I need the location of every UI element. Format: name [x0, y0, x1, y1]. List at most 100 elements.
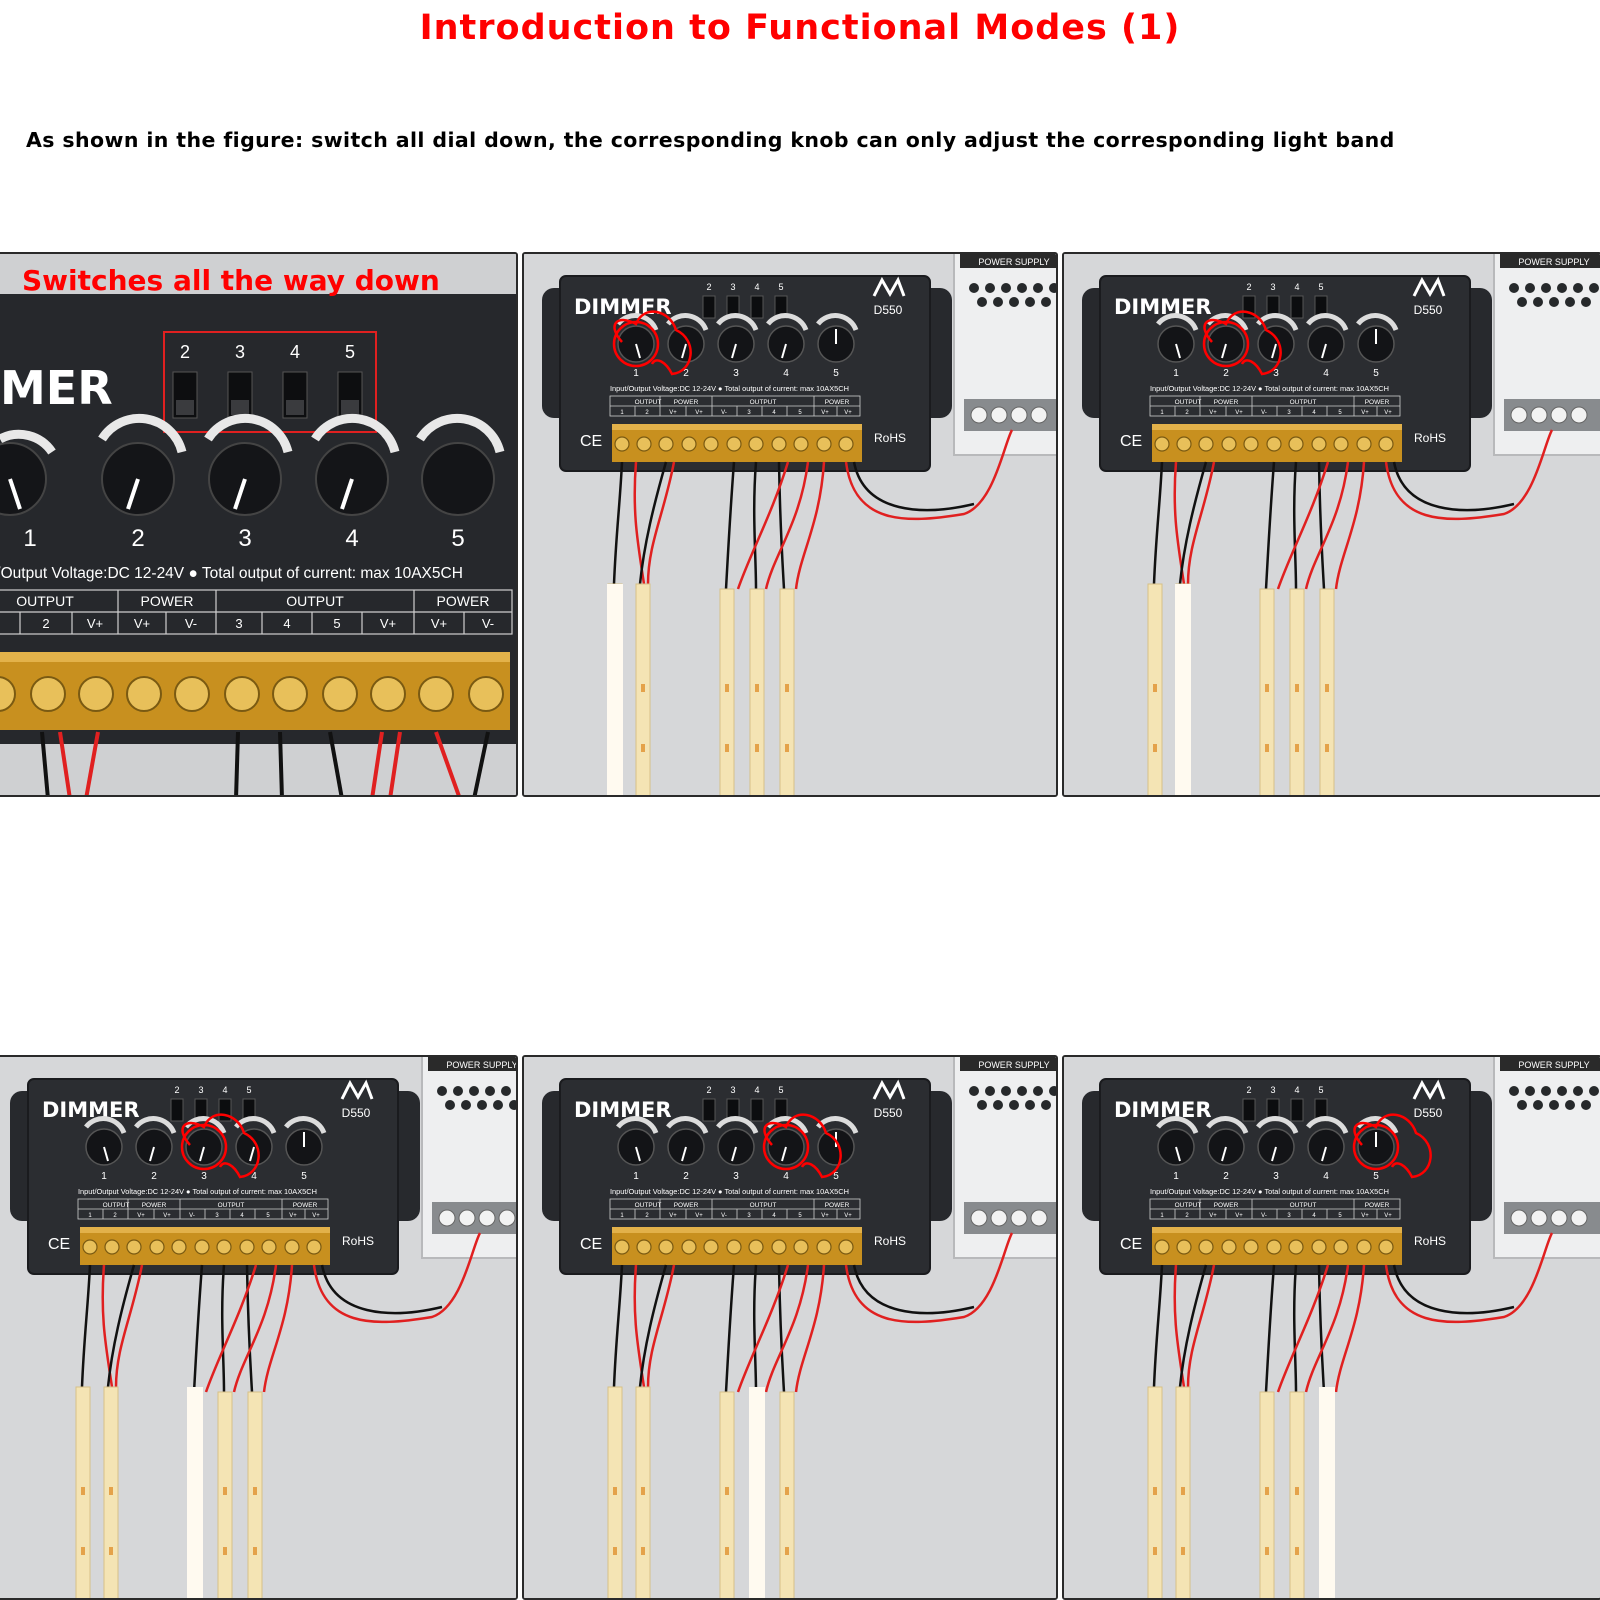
knob-2[interactable]: [134, 1116, 177, 1166]
dip-switch-group: 2 3 4 5: [1242, 1085, 1328, 1122]
table-cell: V+: [1209, 410, 1217, 416]
page-subtitle: As shown in the figure: switch all dial …: [26, 128, 1395, 152]
table-cell: V+: [669, 410, 677, 416]
knob-5[interactable]: [416, 413, 505, 516]
knob-1[interactable]: [0, 429, 56, 516]
table-cell: V+: [1361, 410, 1369, 416]
mode-panel-knob-2: POWER SUPPLY DIMMER D550 2 3 4 5: [1062, 252, 1600, 797]
table-cell: V+: [844, 410, 852, 416]
highlight-ring: [180, 1123, 228, 1171]
spec-line: Input/Output Voltage:DC 12-24V ● Total o…: [610, 384, 849, 393]
device-brand: DIMMER: [1114, 1098, 1212, 1122]
knob-3[interactable]: [204, 413, 293, 516]
active-led-strip: [607, 584, 623, 795]
knob-number: 1: [633, 368, 639, 379]
table-cell: 3: [1287, 410, 1291, 416]
switch-number: 5: [246, 1085, 251, 1095]
brand-logo: [340, 1079, 374, 1101]
table-group-label: POWER: [141, 593, 194, 609]
device-model: D550: [1414, 303, 1443, 317]
highlight-scribble: [763, 1113, 842, 1179]
zoom-panel-illustration: Switches all the way down MER 2 3 4 5 1: [0, 254, 516, 795]
switch-highlight-box: [163, 331, 377, 433]
switch-number: 3: [198, 1085, 203, 1095]
mode-panel-knob-1: POWER SUPPLY DIMMER D550 2 3 4 5: [522, 252, 1058, 797]
psu-label: POWER SUPPLY: [1518, 257, 1589, 267]
table-cell: 1: [88, 1213, 92, 1219]
dip-switch[interactable]: [750, 295, 764, 319]
dip-switch[interactable]: [702, 295, 716, 319]
switch-number: 2: [1246, 282, 1251, 292]
knob-3[interactable]: [716, 313, 759, 363]
brand-logo: [1412, 1079, 1446, 1101]
knob-4[interactable]: [766, 313, 809, 363]
knob-2[interactable]: [666, 1116, 709, 1166]
rohs-mark: RoHS: [342, 1234, 374, 1248]
knob-3[interactable]: [1256, 1116, 1299, 1166]
psu-label: POWER SUPPLY: [1518, 1060, 1589, 1070]
table-cell: 4: [1312, 410, 1316, 416]
table-group-label: OUTPUT: [103, 1202, 130, 1209]
table-cell: 2: [1185, 410, 1189, 416]
knob-number: 3: [201, 1171, 207, 1182]
dip-switch[interactable]: [750, 1098, 764, 1122]
knob-4[interactable]: [234, 1116, 277, 1166]
rohs-mark: RoHS: [1414, 1234, 1446, 1248]
knob-2[interactable]: [1206, 1116, 1249, 1166]
knob-3[interactable]: [716, 1116, 759, 1166]
wires: [612, 429, 1014, 590]
brand-logo: [872, 1079, 906, 1101]
wires: [612, 1232, 1014, 1393]
knob-1[interactable]: [1156, 1116, 1199, 1166]
table-cell: V+: [431, 616, 447, 631]
table-cell: V+: [1384, 410, 1392, 416]
dip-switch[interactable]: [218, 1098, 232, 1122]
device-model: D550: [342, 1106, 371, 1120]
terminal-block: [612, 424, 862, 462]
dip-switch[interactable]: [1290, 295, 1304, 319]
knob-2[interactable]: [98, 413, 187, 516]
table-cell: V-: [1261, 1213, 1267, 1219]
knob-number: 5: [451, 525, 464, 552]
device-brand: DIMMER: [574, 295, 672, 319]
ce-mark: CE: [1120, 1236, 1142, 1253]
brand-logo: [1412, 276, 1446, 298]
led-strips: [1147, 1386, 1335, 1598]
highlight-scribble: [613, 310, 692, 376]
knob-number: 2: [151, 1171, 157, 1182]
spec-line: Input/Output Voltage:DC 12-24V ● Total o…: [610, 1187, 849, 1196]
table-cell: 5: [333, 616, 340, 631]
knob-5[interactable]: [284, 1116, 327, 1166]
knob-1[interactable]: [1156, 313, 1199, 363]
knob-4[interactable]: [311, 413, 400, 516]
switch-number: 4: [222, 1085, 227, 1095]
page-title: Introduction to Functional Modes (1): [419, 8, 1181, 48]
knob-5[interactable]: [1356, 313, 1399, 363]
terminal-block: [80, 1227, 330, 1265]
dip-switch[interactable]: [1242, 1098, 1256, 1122]
knob-2[interactable]: [666, 313, 709, 363]
knob-highlight-mark: [1352, 1113, 1432, 1179]
knob-number: 4: [345, 525, 358, 552]
dip-switch-group: 2 3 4 5: [702, 1085, 788, 1122]
knob-4[interactable]: [1306, 313, 1349, 363]
power-supply: POWER SUPPLY: [1493, 254, 1600, 456]
table-cell: 2: [113, 1213, 117, 1219]
device-brand-partial: MER: [0, 361, 113, 415]
knob-4[interactable]: [766, 1116, 809, 1166]
dip-switch[interactable]: [702, 1098, 716, 1122]
knob-number: 3: [1273, 368, 1279, 379]
table-cell: 3: [215, 1213, 219, 1219]
knob-5[interactable]: [816, 313, 859, 363]
knob-4[interactable]: [1306, 1116, 1349, 1166]
knob-1[interactable]: [84, 1116, 127, 1166]
dip-switch[interactable]: [1290, 1098, 1304, 1122]
mode-panel-knob-5: POWER SUPPLY DIMMER D550 2 3 4 5: [1062, 1055, 1600, 1600]
dip-switch[interactable]: [170, 1098, 184, 1122]
table-cell: V+: [134, 616, 150, 631]
table-cell: V+: [1209, 1213, 1217, 1219]
knob-1[interactable]: [616, 1116, 659, 1166]
highlight-ring: [612, 320, 660, 368]
table-cell: 4: [772, 410, 776, 416]
knob-number: 1: [101, 1171, 107, 1182]
